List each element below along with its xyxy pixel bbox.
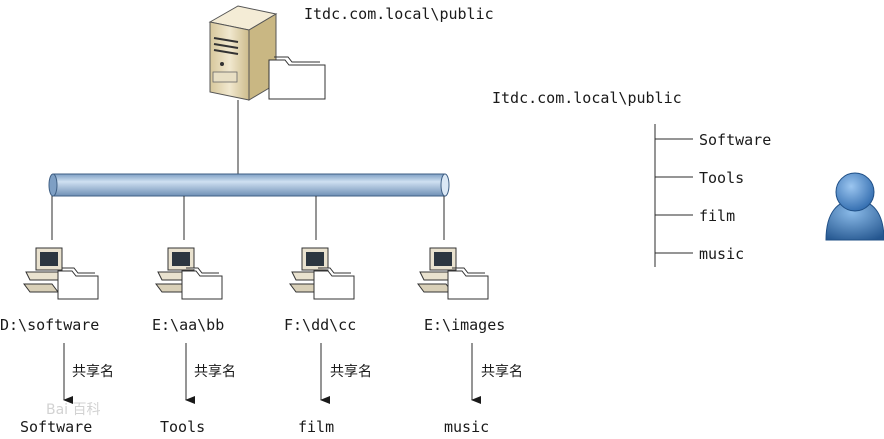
client-path: F:\dd\cc <box>284 316 356 334</box>
server-path-label: Itdc.com.local\public <box>304 5 494 23</box>
client-path: D:\software <box>0 316 99 334</box>
client-1: D:\software 共享名 Software <box>0 247 114 436</box>
folder-icon <box>57 267 99 300</box>
server-icon <box>208 5 278 101</box>
share-name: music <box>444 418 489 436</box>
client-2: E:\aa\bb 共享名 Tools <box>152 247 236 436</box>
client-path: E:\aa\bb <box>152 316 224 334</box>
folder-icon <box>447 267 489 300</box>
share-caption: 共享名 <box>194 363 236 380</box>
namespace-item: music <box>699 245 744 263</box>
folder-icon <box>268 56 326 100</box>
share-caption: 共享名 <box>481 363 523 380</box>
folder-icon <box>181 267 223 300</box>
namespace-item: Software <box>699 131 771 149</box>
namespace-tree: Itdc.com.local\public Software Tools fil… <box>492 89 771 267</box>
share-name: film <box>298 418 334 436</box>
share-caption: 共享名 <box>330 363 372 380</box>
watermark: Bai 百科 <box>46 402 101 418</box>
client-4: E:\images 共享名 music <box>417 247 523 436</box>
share-name: Software <box>20 418 92 436</box>
share-caption: 共享名 <box>72 363 114 380</box>
network-bus <box>48 173 450 197</box>
client-3: F:\dd\cc 共享名 film <box>284 247 372 436</box>
share-name: Tools <box>160 418 205 436</box>
client-path: E:\images <box>424 316 505 334</box>
folder-icon <box>313 267 355 300</box>
namespace-item: Tools <box>699 169 744 187</box>
namespace-root-label: Itdc.com.local\public <box>492 89 682 107</box>
user-icon <box>825 172 884 241</box>
namespace-item: film <box>699 207 735 225</box>
